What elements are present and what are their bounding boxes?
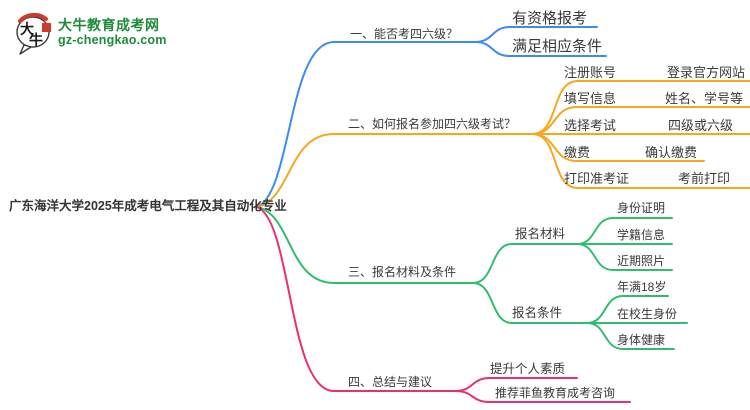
branch-3-child-1-sub-3: 近期照片 (617, 254, 666, 268)
logo-char-2: 牛 (29, 32, 43, 48)
branch-3-child-1-sub-2: 学籍信息 (617, 228, 666, 242)
branch-1-main-line (256, 41, 476, 208)
site-logo: 大 牛 大牛教育成考网 gz-chengkao.com (0, 0, 180, 62)
branch-4-child-2: 推荐菲鱼教育成考咨询 (495, 386, 616, 400)
branch-1-child-1: 有资格报考 (512, 10, 588, 27)
branch-2-child-4-sub: 确认缴费 (645, 145, 698, 160)
branch-1-label: 一、能否考四六级？ (350, 27, 459, 41)
branch-3-child-2: 报名条件 (512, 306, 563, 320)
branch-3-child-1-sub-1: 身份证明 (617, 201, 666, 215)
bubble-tail (19, 44, 32, 55)
branch-2-child-5: 打印准考证 (564, 171, 630, 186)
branch-2-child-1-sub: 登录官方网站 (667, 65, 746, 80)
branch-1-child-2: 满足相应条件 (512, 38, 603, 55)
branch-1-child-2-line (474, 41, 607, 57)
branch-4-label: 四、总结与建议 (348, 375, 433, 389)
branch-4-child-1: 提升个人素质 (490, 362, 566, 376)
branch-3-materials-item-3-line (576, 243, 673, 271)
branch-2-main-line (256, 133, 533, 208)
branch-2-child-3-sub: 四级或六级 (668, 118, 734, 133)
branch-2-child-5-sub: 考前打印 (678, 171, 731, 186)
red-arc (18, 12, 48, 23)
branch-3-child-2-sub-1: 年满18岁 (617, 280, 667, 294)
branch-3-child-2-sub-3: 身体健康 (617, 333, 666, 347)
branch-2-child-4: 缴费 (564, 145, 591, 160)
branch-2-child-2-sub: 姓名、学号等 (665, 91, 744, 106)
red-seal (42, 23, 51, 32)
branch-2-child-2: 填写信息 (564, 91, 617, 106)
branch-4-child-2-line (454, 390, 631, 403)
branch-2-child-1: 注册账号 (564, 65, 617, 80)
branch-4-main-line (256, 206, 456, 392)
logo-char-1: 大 (20, 21, 34, 37)
daniu-bubble-icon: 大 牛 (16, 12, 51, 55)
root-node: 广东海洋大学2025年成考电气工程及其自动化专业 (9, 199, 287, 213)
branch-3-child-2-sub-2: 在校生身份 (617, 307, 678, 321)
branch-3-main-line (256, 206, 474, 284)
branch-3-conditions-line (472, 282, 588, 324)
logo-title: 大牛教育成考网 (58, 17, 160, 33)
branch-2-child-3: 选择考试 (564, 118, 617, 133)
branch-3-materials-line (472, 243, 578, 284)
branch-3-conditions-item-3-line (586, 322, 675, 350)
branch-3-child-1: 报名材料 (515, 227, 566, 241)
logo-domain: gz-chengkao.com (58, 33, 167, 47)
branch-2-label: 二、如何报名参加四六级考试？ (348, 117, 517, 131)
branch-3-label: 三、报名材料及条件 (348, 265, 457, 279)
branch-2-row-5-line (531, 133, 750, 189)
